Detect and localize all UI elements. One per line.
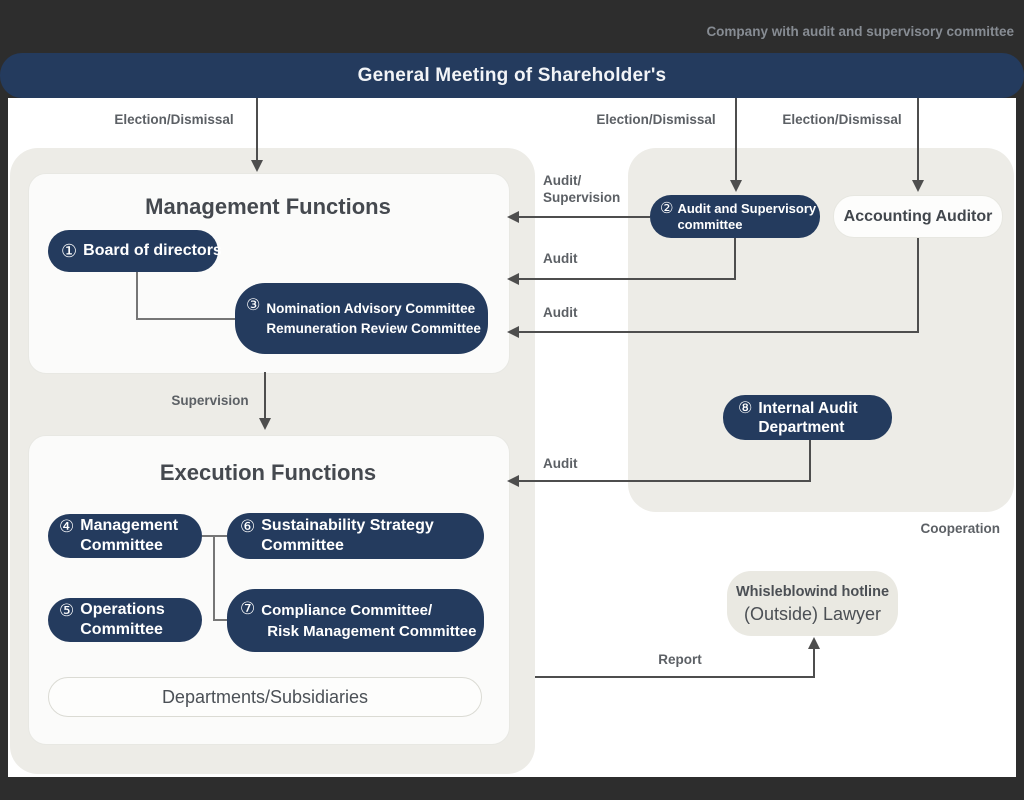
departments-subsidiaries-label: Departments/Subsidiaries [161, 686, 369, 707]
connector-mgmt-committee [202, 535, 214, 537]
arrow-line-audit3-horizontal [518, 480, 811, 482]
whistleblower-box: Whisleblowind hotline (Outside) Lawyer [727, 571, 898, 636]
circled-number-5: ⑤ [59, 601, 75, 620]
report-label: Report [658, 652, 702, 667]
arrowhead-audit1 [507, 273, 519, 285]
arrowhead-election-middle [730, 180, 742, 192]
remuneration-committee-label: Remuneration Review Committee [266, 320, 481, 336]
connector-sustainability [213, 535, 227, 537]
arrow-line-audit1-vertical [734, 238, 736, 280]
arrowhead-election-right [912, 180, 924, 192]
management-functions-title: Management Functions [145, 194, 391, 219]
sustainability-committee-line2: Committee [261, 537, 344, 554]
supervision-label: Supervision [171, 393, 249, 408]
circled-number-2: ② [660, 200, 674, 217]
audit-supervision-line2: Supervision [543, 190, 621, 205]
circled-number-1: ① [61, 240, 78, 261]
sustainability-committee-line1: Sustainability Strategy [261, 517, 434, 534]
connector-board-vertical [136, 272, 138, 319]
audit-committee-line2: committee [677, 216, 743, 232]
departments-subsidiaries-pill: Departments/Subsidiaries [48, 677, 482, 717]
general-meeting-title: General Meeting of Shareholder's [357, 64, 667, 86]
audit-supervisory-committee-pill: ② Audit and Supervisory committee [650, 195, 820, 238]
arrow-line-audit2-vertical [917, 238, 919, 333]
cooperation-label: Cooperation [920, 521, 1001, 536]
arrow-line-election-right [917, 98, 919, 180]
arrow-line-audit1-horizontal [518, 278, 736, 280]
election-dismissal-label-left: Election/Dismissal [114, 112, 234, 127]
audit-label-1: Audit [543, 251, 578, 266]
audit-supervision-label: Audit/ Supervision [543, 172, 620, 206]
arrowhead-election-left [251, 160, 263, 172]
management-committee-line1: Management [80, 517, 179, 534]
circled-number-8: ⑧ [738, 400, 753, 417]
arrowhead-audit2 [507, 326, 519, 338]
circled-number-6: ⑥ [240, 517, 256, 536]
internal-audit-line1: Internal Audit [758, 399, 858, 417]
operations-committee-line1: Operations [80, 601, 165, 618]
execution-functions-title: Execution Functions [159, 460, 377, 485]
connector-committees-vertical [213, 535, 215, 620]
general-meeting-bar: General Meeting of Shareholder's [0, 53, 1024, 98]
operations-committee-pill: ⑤ Operations Committee [48, 598, 202, 642]
whistleblower-line2: (Outside) Lawyer [743, 603, 882, 624]
compliance-committee-line1: Compliance Committee/ [261, 601, 433, 619]
diagram-caption: Company with audit and supervisory commi… [706, 24, 1014, 39]
arrow-line-audit2-horizontal [518, 331, 919, 333]
operations-committee-line2: Committee [80, 621, 163, 638]
whistleblower-line1: Whisleblowind hotline [735, 583, 890, 600]
circled-number-7: ⑦ [240, 599, 256, 618]
arrowhead-report [808, 637, 820, 649]
nomination-committee-label: Nomination Advisory Committee [266, 300, 476, 316]
arrow-line-report-horizontal [535, 676, 815, 678]
audit-label-3: Audit [543, 456, 578, 471]
connector-board-horizontal [136, 318, 235, 320]
arrow-line-report-vertical [813, 648, 815, 678]
audit-label-2: Audit [543, 305, 578, 320]
arrowhead-audit-supervision [507, 211, 519, 223]
arrow-line-audit3-vertical [809, 440, 811, 482]
arrow-line-audit-supervision [518, 216, 650, 218]
accounting-auditor-label: Accounting Auditor [843, 207, 993, 225]
election-dismissal-label-middle: Election/Dismissal [596, 112, 716, 127]
risk-management-committee-line2: Risk Management Committee [267, 622, 477, 640]
nomination-remuneration-pill: ③ Nomination Advisory Committee Remunera… [235, 283, 488, 354]
audit-committee-line1: Audit and Supervisory [677, 200, 817, 216]
compliance-risk-pill: ⑦ Compliance Committee/ Risk Management … [227, 589, 484, 652]
connector-compliance [213, 619, 227, 621]
circled-number-3: ③ [246, 297, 261, 314]
sustainability-committee-pill: ⑥ Sustainability Strategy Committee [227, 513, 484, 559]
accounting-auditor-pill: Accounting Auditor [833, 195, 1003, 238]
election-dismissal-label-right: Election/Dismissal [782, 112, 902, 127]
arrowhead-audit3 [507, 475, 519, 487]
internal-audit-line2: Department [758, 418, 845, 436]
audit-supervision-line1: Audit/ [543, 173, 582, 188]
arrowhead-supervision [259, 418, 271, 430]
management-committee-line2: Committee [80, 537, 163, 554]
arrow-line-election-left [256, 98, 258, 160]
board-of-directors-pill: ① Board of directors [48, 230, 222, 272]
board-of-directors-label: Board of directors [83, 242, 222, 259]
arrow-line-election-middle [735, 98, 737, 180]
internal-audit-pill: ⑧ Internal Audit Department [723, 395, 892, 440]
management-committee-pill: ④ Management Committee [48, 514, 202, 558]
arrow-line-supervision [264, 372, 266, 418]
circled-number-4: ④ [59, 517, 75, 536]
